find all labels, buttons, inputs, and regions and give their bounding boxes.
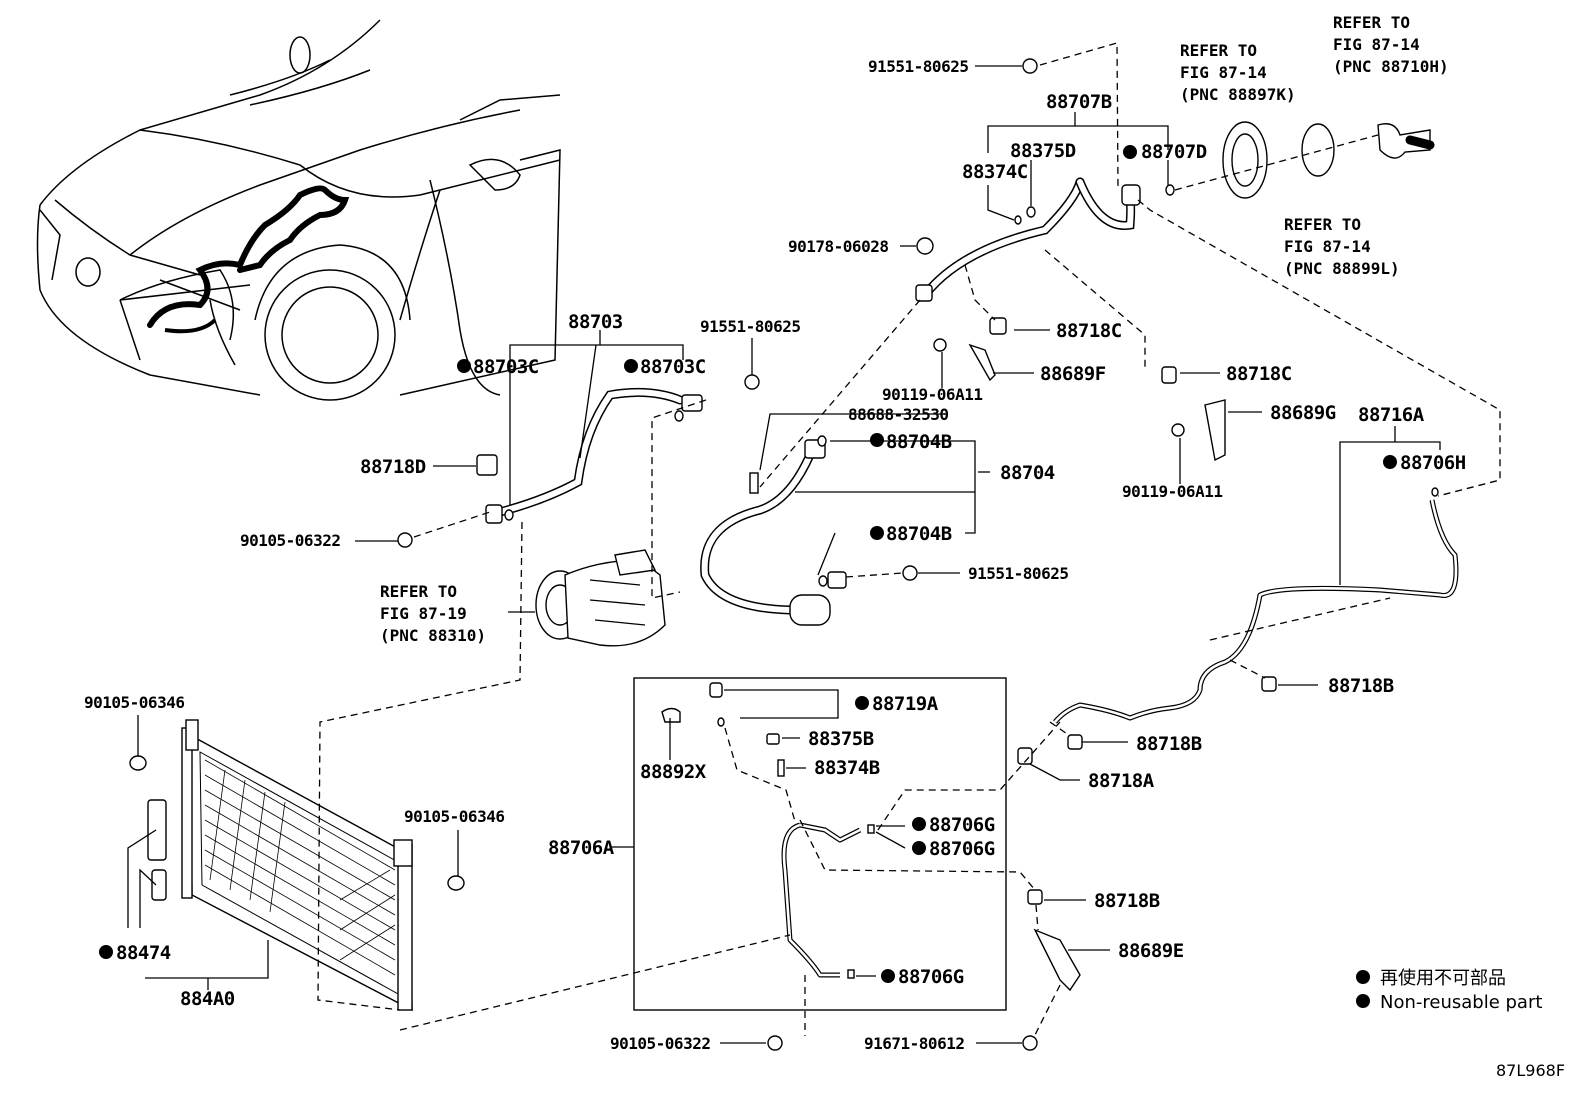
hose-88707B — [915, 58, 1435, 302]
part-label[interactable]: 88706G — [929, 814, 995, 836]
part-label[interactable]: 88706A — [548, 837, 615, 859]
part-label[interactable]: 88706G — [929, 838, 995, 860]
part-label[interactable]: 88706G — [898, 966, 964, 988]
part-label[interactable]: 88718A — [1088, 770, 1155, 792]
part-label[interactable]: 88718D — [360, 456, 426, 478]
svg-text:REFER TO: REFER TO — [1333, 13, 1410, 32]
brackets — [933, 317, 1226, 462]
pipe-88706A — [633, 677, 1007, 1051]
part-label[interactable]: 88374B — [814, 757, 880, 779]
part-label[interactable]: 88374C — [962, 161, 1028, 183]
compressor — [535, 549, 666, 647]
part-label[interactable]: 88375B — [808, 728, 874, 750]
part-label[interactable]: 88704B — [886, 523, 952, 545]
part-label[interactable]: 90105-06346 — [404, 807, 505, 826]
part-label[interactable]: 88474 — [116, 942, 171, 964]
part-label[interactable]: 90119-06A11 — [882, 385, 983, 404]
part-label[interactable]: 88718B — [1328, 675, 1394, 697]
part-label[interactable]: 88718B — [1094, 890, 1160, 912]
part-label[interactable]: 88704 — [1000, 462, 1055, 484]
part-label[interactable]: 88718C — [1056, 320, 1122, 342]
part-label[interactable]: 90105-06322 — [240, 531, 341, 550]
leader-lines — [127, 65, 1441, 1044]
legend-en: Non-reusable part — [1380, 992, 1542, 1013]
part-label[interactable]: 88689G — [1270, 402, 1336, 424]
part-label[interactable]: 88716A — [1358, 404, 1425, 426]
svg-text:(PNC 88310): (PNC 88310) — [380, 626, 486, 645]
ref-fig-87-14-pnc-88899l[interactable]: REFER TO FIG 87-14 (PNC 88899L) — [1284, 215, 1400, 278]
part-label[interactable]: 88375D — [1010, 140, 1076, 162]
part-label[interactable]: 90119-06A11 — [1122, 482, 1223, 501]
part-label[interactable]: 884A0 — [180, 988, 235, 1010]
pipe-88716A — [1017, 487, 1459, 1051]
part-label[interactable]: 88707D — [1141, 141, 1207, 163]
part-label[interactable]: 91551-80625 — [700, 317, 801, 336]
part-label[interactable]: 88689F — [1040, 363, 1106, 385]
part-label[interactable]: 88707B — [1046, 91, 1112, 113]
part-label[interactable]: 91551-80625 — [968, 564, 1069, 583]
part-label[interactable]: 88718C — [1226, 363, 1292, 385]
svg-text:FIG 87-14: FIG 87-14 — [1180, 63, 1267, 82]
part-label[interactable]: 88688-32530 — [848, 405, 949, 424]
part-label[interactable]: 91671-80612 — [864, 1034, 965, 1053]
part-label[interactable]: 88689E — [1118, 940, 1184, 962]
legend-jp: 再使用不可部品 — [1380, 968, 1506, 989]
condenser-884A0 — [129, 719, 465, 1012]
legend: 再使用不可部品 Non-reusable part — [1380, 968, 1542, 1013]
part-label[interactable]: 88703 — [568, 311, 623, 333]
svg-text:REFER TO: REFER TO — [1180, 41, 1257, 60]
svg-text:FIG 87-14: FIG 87-14 — [1333, 35, 1420, 54]
part-labels: 91551-80625 88707B 88375D 88374C 88707D … — [84, 57, 1466, 1053]
part-label[interactable]: 90178-06028 — [788, 237, 889, 256]
svg-text:REFER TO: REFER TO — [1284, 215, 1361, 234]
part-label[interactable]: 88892X — [640, 761, 707, 783]
svg-text:FIG 87-19: FIG 87-19 — [380, 604, 467, 623]
ref-fig-87-14-pnc-88710h[interactable]: REFER TO FIG 87-14 (PNC 88710H) — [1333, 13, 1449, 76]
ref-fig-87-14-pnc-88897k[interactable]: REFER TO FIG 87-14 (PNC 88897K) — [1180, 41, 1296, 104]
part-label[interactable]: 88718B — [1136, 733, 1202, 755]
part-label[interactable]: 91551-80625 — [868, 57, 969, 76]
part-label[interactable]: 88703C — [640, 356, 706, 378]
dashed-connectors — [317, 42, 1501, 1036]
part-label[interactable]: 88703C — [473, 356, 539, 378]
ref-fig-87-19-pnc-88310[interactable]: REFER TO FIG 87-19 (PNC 88310) — [380, 582, 486, 645]
part-label[interactable]: 90105-06346 — [84, 693, 185, 712]
svg-text:(PNC 88899L): (PNC 88899L) — [1284, 259, 1400, 278]
hose-88704 — [700, 435, 918, 626]
diagram-code: 87L968F — [1496, 1061, 1565, 1080]
svg-text:(PNC 88710H): (PNC 88710H) — [1333, 57, 1449, 76]
svg-text:REFER TO: REFER TO — [380, 582, 457, 601]
part-label[interactable]: 88704B — [886, 431, 952, 453]
svg-text:FIG 87-14: FIG 87-14 — [1284, 237, 1371, 256]
svg-text:(PNC 88897K): (PNC 88897K) — [1180, 85, 1296, 104]
car-front-illustration — [36, 19, 561, 401]
non-reusable-markers — [99, 145, 1397, 1008]
part-label[interactable]: 88706H — [1400, 452, 1466, 474]
part-label[interactable]: 88719A — [872, 693, 939, 715]
part-label[interactable]: 90105-06322 — [610, 1034, 711, 1053]
hose-88703 — [397, 374, 760, 548]
